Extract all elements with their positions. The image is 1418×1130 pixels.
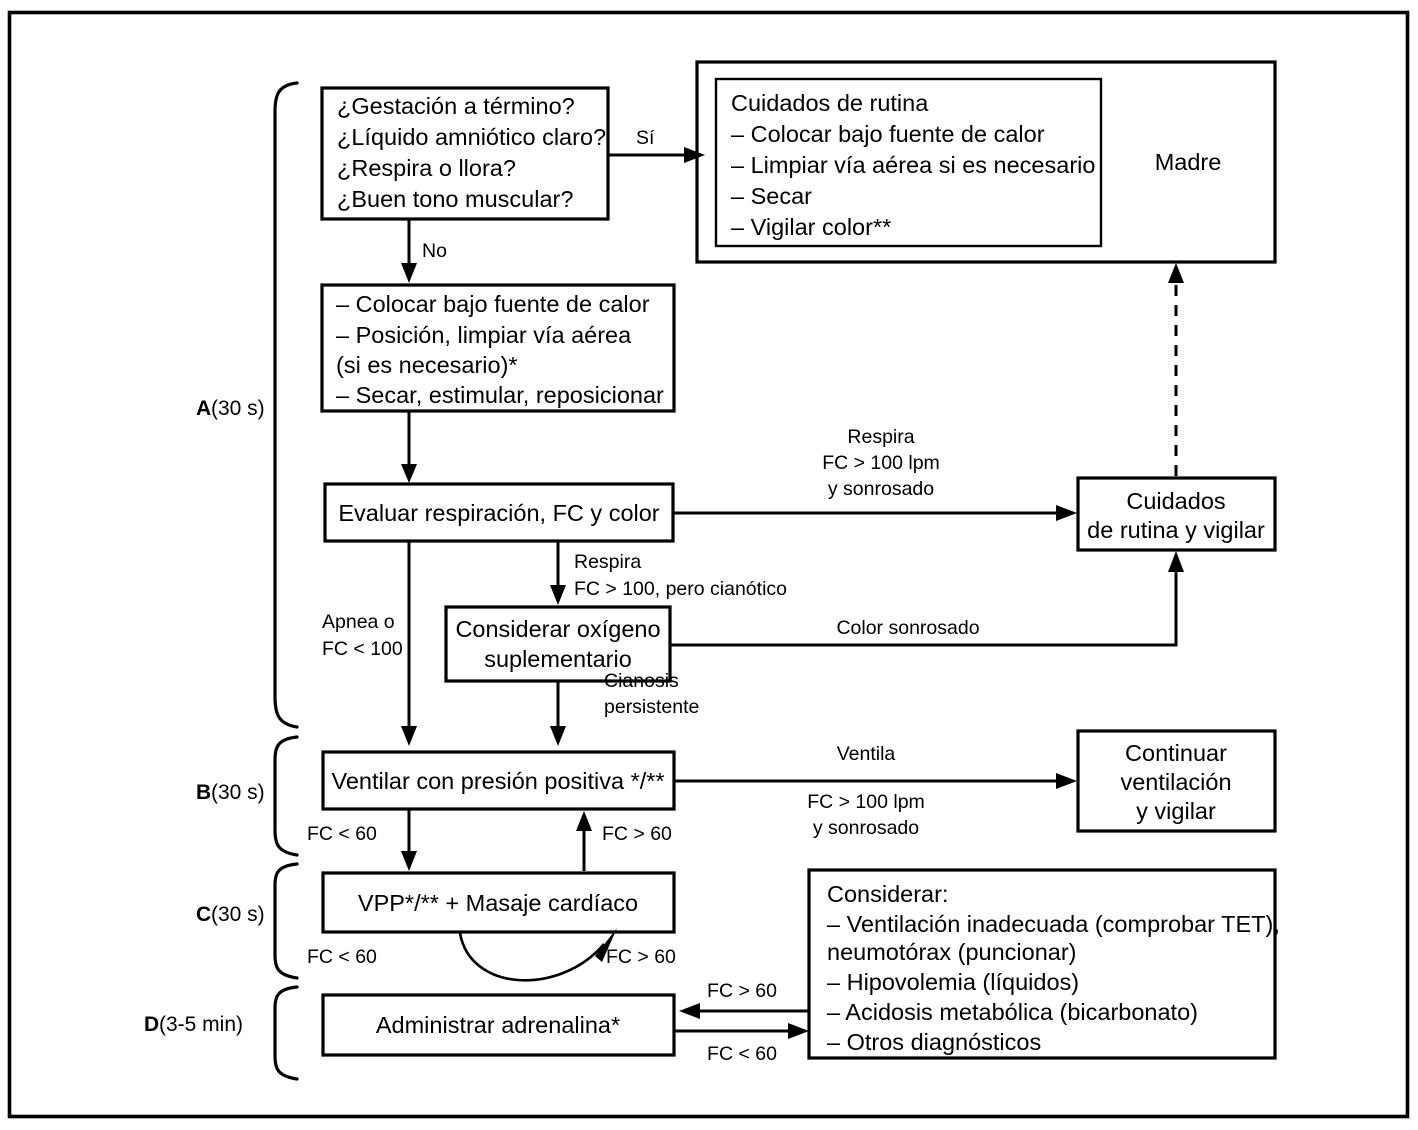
edge-label-b-hr-lt-60: FC < 60 (307, 823, 377, 845)
edge-label-cyanosis-1: persistente (604, 696, 699, 718)
consider-differentials-box[interactable] (807, 868, 1277, 1060)
continue-ventilation-line-2: y vigilar (1136, 798, 1216, 824)
continue-ventilation-box[interactable] (1076, 729, 1277, 833)
consider-line-5: – Otros diagnósticos (827, 1029, 1041, 1055)
consider-oxygen-line-0: Considerar oxígeno (455, 616, 660, 642)
edge-label-ventilates-detail-0: FC > 100 lpm (807, 791, 925, 813)
initial-assessment-box[interactable] (320, 86, 610, 221)
edge-pink-color (670, 572, 1178, 647)
section-a-time: (30 s) (211, 397, 265, 420)
initial-assessment-line-1: ¿Líquido amniótico claro? (337, 124, 606, 150)
edge-label-c-hr-gt-60: FC > 60 (606, 946, 676, 968)
ppv-box[interactable] (321, 750, 676, 811)
arrowhead-b-hr-lt-60 (401, 851, 417, 871)
continue-ventilation-line-1: ventilación (1120, 769, 1231, 795)
edge-label-cyanosis-0: Cianosis (604, 670, 679, 692)
ppv-label: Ventilar con presión positiva */** (331, 768, 664, 794)
section-d-time: (3-5 min) (159, 1013, 243, 1036)
edge-label-breathes-0: Respira (847, 426, 914, 448)
consider-line-2: neumotórax (puncionar) (827, 939, 1077, 965)
consider-line-0: Considerar: (827, 881, 948, 907)
routine-care-monitor-box[interactable] (1076, 476, 1277, 552)
arrowhead-no (401, 263, 417, 283)
initial-steps-line-3: – Secar, estimular, reposicionar (336, 382, 664, 408)
section-b-time: (30 s) (211, 781, 265, 804)
edge-label-d-hr-gt-60: FC > 60 (707, 980, 777, 1002)
edge-label-cyanotic-1: FC > 100, pero cianótico (574, 578, 787, 600)
arrowhead-evaluate-to-monitor (1056, 505, 1077, 521)
initial-steps-line-1: – Posición, limpiar vía aérea (336, 322, 632, 348)
arrowhead-b-hr-gt-60 (576, 811, 592, 831)
edge-label-apnea-1: FC < 100 (322, 638, 403, 660)
initial-steps-box[interactable] (320, 283, 676, 413)
section-c-letter: C (196, 903, 211, 926)
initial-steps-line-2: (si es necesario)* (336, 352, 518, 378)
consider-line-1: – Ventilación inadecuada (comprobar TET)… (827, 911, 1280, 937)
edge-label-ventilates-detail-1: y sonrosado (813, 817, 919, 839)
arrowhead-d-hr-lt-60 (788, 1023, 809, 1039)
continue-ventilation-line-0: Continuar (1125, 740, 1227, 766)
brace-b (273, 735, 299, 857)
vpp-massage-box[interactable] (321, 871, 676, 934)
routine-care-line-4: – Vigilar color** (731, 214, 891, 240)
adrenaline-label: Administrar adrenalina* (376, 1012, 620, 1038)
edge-label-c-hr-lt-60: FC < 60 (307, 946, 377, 968)
routine-care-monitor-line-0: Cuidados (1126, 488, 1225, 514)
edge-label-b-hr-gt-60: FC > 60 (602, 823, 672, 845)
initial-assessment-line-0: ¿Gestación a término? (337, 93, 575, 119)
consider-line-4: – Acidosis metabólica (bicarbonato) (827, 999, 1198, 1025)
consider-line-3: – Hipovolemia (líquidos) (827, 969, 1079, 995)
routine-care-monitor-line-1: de rutina y vigilar (1087, 517, 1265, 543)
initial-assessment-line-3: ¿Buen tono muscular? (337, 186, 573, 212)
consider-oxygen-box[interactable] (444, 605, 672, 683)
section-d-letter: D (144, 1013, 159, 1036)
edge-label-pink-color: Color sonrosado (836, 617, 979, 639)
mother-label: Madre (1155, 149, 1222, 175)
routine-care-box[interactable] (714, 77, 1103, 248)
section-c-time: (30 s) (211, 903, 265, 926)
arrowhead-pink-color (1168, 551, 1184, 572)
consider-oxygen-line-1: suplementario (484, 646, 632, 672)
edge-label-breathes-2: y sonrosado (828, 478, 934, 500)
arrowhead-monitor-to-mother (1168, 263, 1184, 283)
routine-care-line-2: – Limpiar vía aérea si es necesario (731, 152, 1095, 178)
adrenaline-box[interactable] (321, 993, 676, 1057)
section-b-letter: B (196, 781, 211, 804)
arrowhead-cyanosis (550, 726, 566, 746)
edge-label-ventilates: Ventila (837, 743, 896, 765)
edge-label-d-hr-lt-60: FC < 60 (707, 1043, 777, 1065)
section-a-letter: A (196, 397, 211, 420)
initial-assessment-line-2: ¿Respira o llora? (337, 155, 516, 181)
evaluate-box[interactable] (323, 482, 675, 543)
arrowhead-d-hr-gt-60 (679, 1003, 700, 1019)
routine-care-line-3: – Secar (731, 183, 812, 209)
vpp-massage-label: VPP*/** + Masaje cardíaco (358, 890, 638, 916)
edge-c-curved-return (458, 932, 605, 982)
brace-c (273, 862, 299, 980)
edge-label-breathes-1: FC > 100 lpm (822, 452, 940, 474)
arrowhead-yes (684, 147, 705, 163)
evaluate-label: Evaluar respiración, FC y color (338, 500, 659, 526)
edge-label-cyanotic-0: Respira (574, 551, 641, 573)
brace-a (273, 81, 299, 729)
routine-care-line-1: – Colocar bajo fuente de calor (731, 121, 1045, 147)
edge-label-no: No (422, 240, 447, 262)
edge-label-yes: Sí (636, 127, 655, 149)
arrowhead-evaluate-to-oxygen (550, 585, 566, 605)
edge-label-apnea-0: Apnea o (322, 611, 395, 633)
routine-care-line-0: Cuidados de rutina (731, 90, 929, 116)
brace-d (273, 985, 299, 1081)
arrowhead-ventilates (1056, 773, 1077, 789)
arrowhead-apnea (401, 726, 417, 746)
arrowhead-steps-to-evaluate (401, 464, 417, 483)
arrowhead-c-curved-return (595, 928, 617, 962)
initial-steps-line-0: – Colocar bajo fuente de calor (336, 291, 650, 317)
